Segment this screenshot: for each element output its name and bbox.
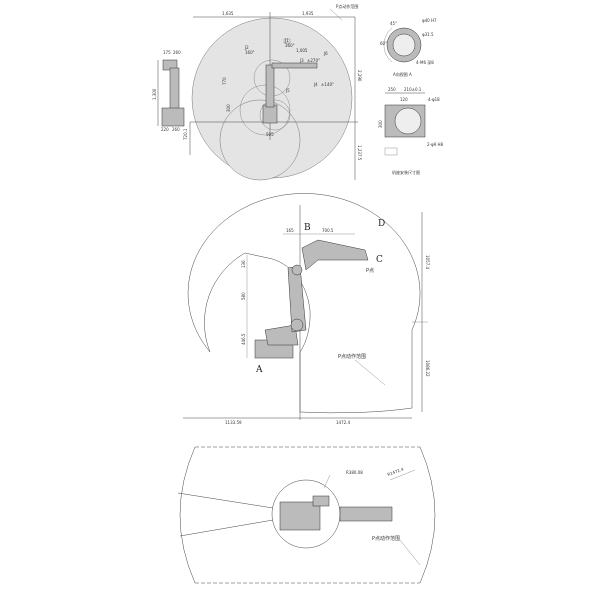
flange-view: φ40 H7 φ31.5 4-M6 深8 45° 60° A向视图 A [380, 18, 437, 77]
left-arc [179, 446, 196, 584]
side-robot-view: 1,300 175 260 220 260 [152, 50, 185, 132]
j3-label: J3 [299, 58, 304, 63]
flange-label-5: 60° [380, 41, 387, 46]
dim-300: 300 [226, 104, 231, 112]
dim-1472: 1472.4 [336, 420, 350, 425]
robot-upper-arm [265, 64, 275, 108]
dim-1005: 1,005 [296, 48, 308, 53]
dim-1086: 1086.22 [425, 360, 430, 377]
marker-c: C [376, 255, 383, 265]
robot-joint-3 [291, 264, 303, 276]
base-label-1: 250 [388, 87, 396, 92]
base-label-5: 300 [378, 120, 383, 128]
side-range-label: P点动作范围 [338, 353, 366, 360]
outer-radius-label: R1472.4 [387, 466, 405, 477]
flange-inner [392, 33, 416, 57]
base-caption: 机座安装尺寸图 [392, 169, 420, 175]
inner-arc [259, 99, 291, 131]
dim-700: 700.5 [322, 228, 334, 233]
dim-165: 165 [286, 228, 294, 233]
plan-motor [312, 495, 330, 507]
j1-box [283, 38, 291, 44]
top-range-label: P点动作范围 [336, 3, 358, 9]
sector-line-top [177, 492, 274, 509]
flange-label-3: 4-M6 深8 [416, 59, 434, 65]
side-base [161, 107, 185, 127]
dim-1133: 1133.59 [225, 420, 242, 425]
dim-1057: 1057.4 [425, 255, 430, 269]
plan-robot-body [279, 501, 321, 531]
j3-range: ±270° [307, 58, 320, 63]
dim-1237: 1,237.5 [357, 145, 362, 161]
range-leader [329, 8, 343, 21]
dim-1635: 1,635 [222, 11, 234, 16]
marker-a: A [255, 365, 263, 375]
flange-label-2: φ31.5 [422, 32, 434, 37]
dim-1935: 1,935 [302, 11, 314, 16]
j2-range: 160° [245, 50, 255, 55]
sector-line-bottom [179, 519, 274, 537]
dim-136: 136 [241, 260, 246, 268]
j4-range: ±140° [321, 82, 334, 87]
base-mount-view: 250 210±0.1 120 4-φ18 300 2-φ9 H8 机座安装尺寸… [378, 87, 443, 175]
flange-label-1: φ40 H7 [422, 18, 437, 23]
pin-detail [384, 147, 398, 156]
dim-1300: 1,300 [152, 88, 157, 100]
j4-label: J4 [313, 82, 318, 87]
marker-d: D [378, 219, 385, 229]
inner-radius-label: R380.08 [346, 470, 363, 475]
r380-leader [323, 474, 331, 489]
dim-505: 505 [266, 132, 274, 137]
robot-joint-2 [290, 318, 304, 332]
dim-260a: 260 [173, 50, 181, 55]
plan-workspace-drawing: R380.08 R1472.4 P点动作范围 [177, 446, 436, 584]
angle-arc [383, 27, 393, 63]
flange-caption: A向视图 A [393, 71, 412, 77]
workspace-zone-lower [219, 99, 301, 181]
j2-label: J2 [244, 45, 249, 50]
flange-label-4: 45° [390, 21, 397, 26]
dim-220: 220 [161, 127, 169, 132]
plan-range-label: P点动作范围 [372, 535, 400, 542]
marker-b: B [304, 223, 311, 233]
dim-720: 720.1 [183, 128, 188, 140]
base-label-2: 210±0.1 [404, 87, 422, 92]
dim-580: 580 [241, 292, 246, 300]
base-bore [394, 107, 422, 135]
base-label-3: 120 [400, 97, 408, 102]
dim-2290: 2,290 [357, 70, 362, 82]
j1-label: J1 [284, 38, 289, 43]
workspace-envelope [187, 193, 421, 414]
base-label-4: 4-φ18 [428, 97, 440, 102]
plan-range-leader [399, 539, 421, 566]
dim-446: 446.5 [241, 333, 246, 345]
robot-shoulder [264, 324, 299, 346]
j2-arc [239, 84, 291, 136]
top-workspace-drawing: 1,635 1,935 2,290 1,237.5 720.1 770 1,00… [183, 3, 362, 181]
r1472-leader [389, 469, 416, 481]
j6-label: J6 [323, 51, 328, 56]
robot-base [262, 104, 278, 124]
dim-175: 175 [163, 50, 171, 55]
plan-forearm [339, 506, 393, 522]
side-workspace-drawing: B D C P点 A 165 700.5 136 580 446.5 1057.… [183, 193, 430, 425]
marker-p: P点 [366, 268, 374, 274]
robot-forearm-mid [301, 239, 369, 271]
base-label-6: 2-φ9 H8 [427, 142, 443, 147]
j1-range: 360° [285, 43, 295, 48]
side-arm [169, 67, 180, 114]
range-leader-mid [354, 359, 386, 386]
robot-forearm [271, 62, 318, 69]
dim-260b: 260 [172, 127, 180, 132]
dim-770: 770 [222, 77, 227, 85]
right-arc [419, 446, 436, 584]
j5-label: J5 [285, 88, 290, 93]
